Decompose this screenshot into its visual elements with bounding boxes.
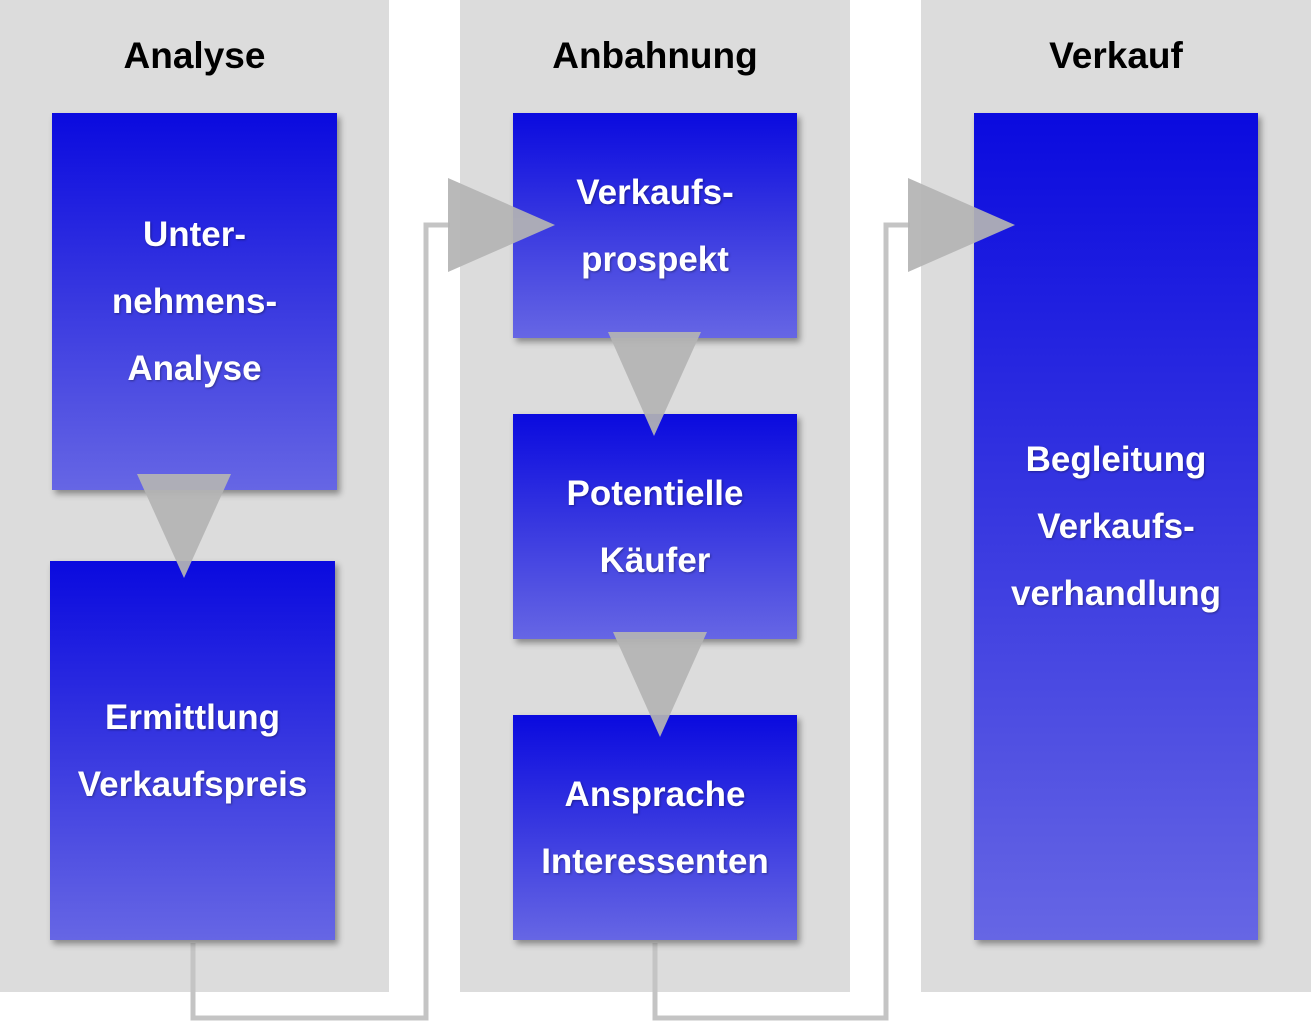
- step-text-line: prospekt: [581, 239, 729, 279]
- step-text-line: verhandlung: [1010, 574, 1222, 613]
- step-text-line: Unter-: [142, 215, 247, 254]
- step-box-begleitung-verkaufsverhandlung: Begleitung Verkaufs- verhandlung: [974, 113, 1258, 940]
- step-box-ermittlung-verkaufspreis: Ermittlung Verkaufspreis: [50, 561, 335, 940]
- step-text-line: Begleitung: [1025, 440, 1207, 479]
- step-text-line: Verkaufs-: [1037, 507, 1195, 546]
- column-title-verkauf: Verkauf: [1049, 35, 1183, 76]
- step-text-line: Potentielle: [566, 473, 744, 513]
- step-box-verkaufsprospekt: Verkaufs- prospekt: [513, 113, 797, 338]
- step-text-line: Interessenten: [541, 841, 769, 881]
- step-box-potentielle-kaeufer: Potentielle Käufer: [513, 414, 797, 639]
- step-text-line: nehmens-: [111, 282, 278, 321]
- step-text-line: Analyse: [127, 349, 262, 388]
- step-text-line: Ermittlung: [105, 697, 280, 737]
- step-text-line: Käufer: [599, 540, 711, 580]
- step-box-unternehmens-analyse: Unter- nehmens- Analyse: [52, 113, 337, 490]
- column-title-anbahnung: Anbahnung: [552, 35, 758, 76]
- step-text-line: Verkaufspreis: [77, 764, 308, 804]
- step-text-line: Verkaufs-: [576, 172, 734, 212]
- column-title-analyse: Analyse: [123, 35, 266, 76]
- step-text-line: Ansprache: [564, 774, 746, 814]
- step-box-ansprache-interessenten: Ansprache Interessenten: [513, 715, 797, 940]
